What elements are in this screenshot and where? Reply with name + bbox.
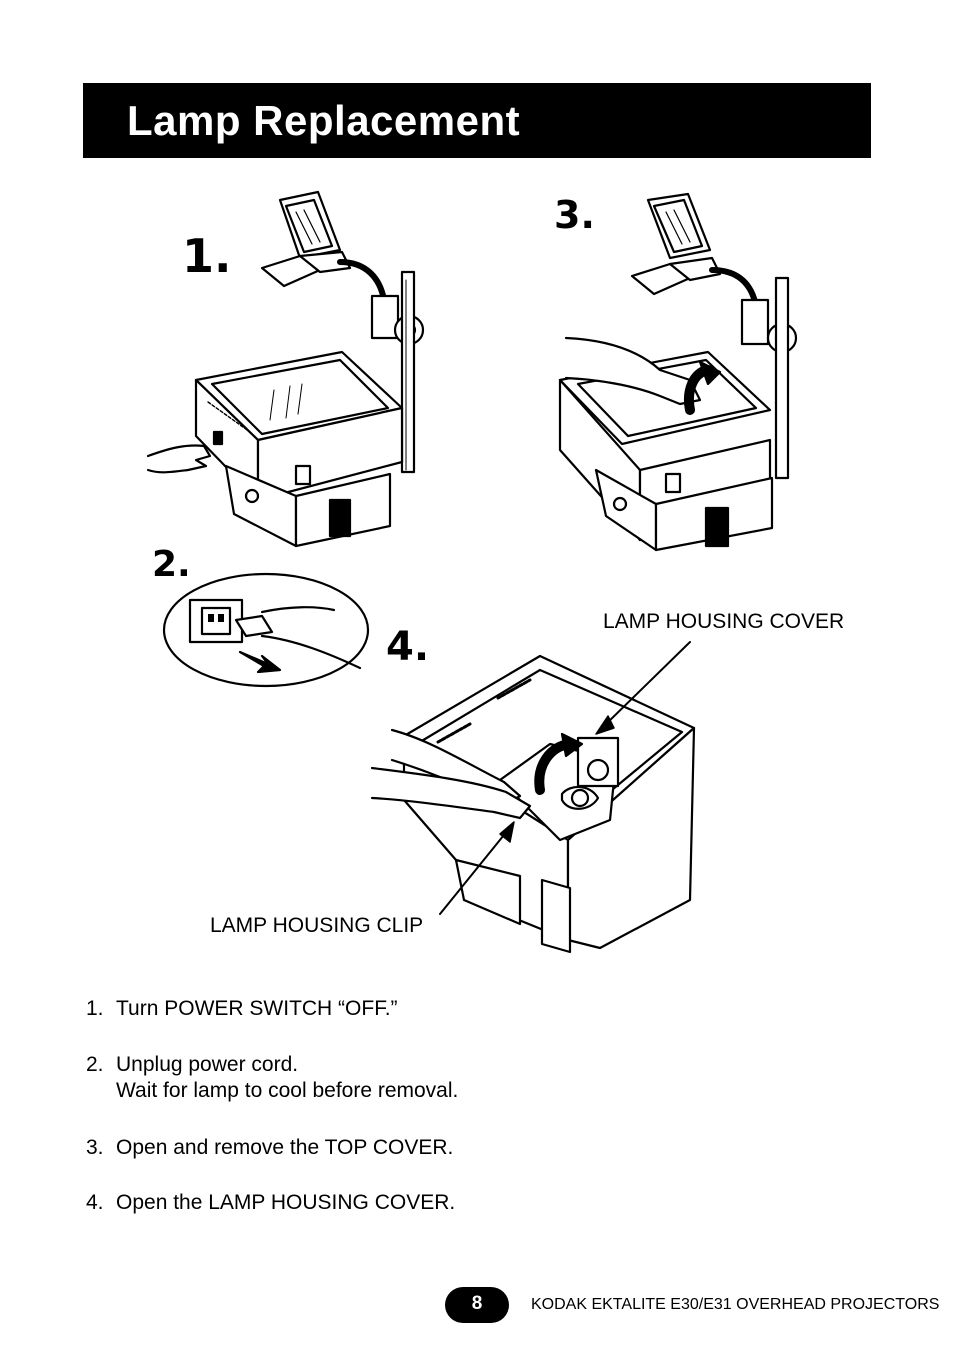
step-text: Open and remove the TOP COVER. bbox=[116, 1136, 454, 1159]
footer-product-name: KODAK EKTALITE E30/E31 OVERHEAD PROJECTO… bbox=[531, 1296, 940, 1313]
instruction-step-3: 3. Open and remove the TOP COVER. bbox=[86, 1136, 453, 1160]
callout-leaders bbox=[439, 641, 691, 915]
step-text: Open the LAMP HOUSING COVER. bbox=[116, 1191, 456, 1214]
step-text-continued: Wait for lamp to cool before removal. bbox=[116, 1079, 459, 1102]
step-label-2: 2. bbox=[152, 544, 191, 585]
instruction-step-2: 2. Unplug power cord. Wait for lamp to co… bbox=[86, 1053, 458, 1102]
projector-step-3 bbox=[558, 192, 798, 552]
step-number: 2. bbox=[86, 1053, 104, 1076]
callout-lamp-housing-clip: LAMP HOUSING CLIP bbox=[210, 914, 424, 937]
projector-step-1 bbox=[146, 190, 425, 548]
instruction-step-1: 1. Turn POWER SWITCH “OFF.” bbox=[86, 997, 398, 1021]
callout-lamp-housing-cover: LAMP HOUSING COVER bbox=[603, 610, 845, 633]
step-text: Turn POWER SWITCH “OFF.” bbox=[116, 997, 398, 1020]
step-label-3: 3. bbox=[554, 193, 595, 237]
projector-step-4 bbox=[370, 654, 696, 954]
page-title: Lamp Replacement bbox=[127, 97, 521, 144]
step-number: 4. bbox=[86, 1191, 104, 1214]
page-number-badge: 8 bbox=[445, 1287, 509, 1323]
step-text: Unplug power cord. bbox=[116, 1053, 299, 1076]
step-label-1: 1. bbox=[182, 229, 231, 283]
step-number: 3. bbox=[86, 1136, 104, 1159]
step-label-4: 4. bbox=[386, 624, 429, 670]
unplug-illustration bbox=[162, 572, 370, 688]
instruction-step-4: 4. Open the LAMP HOUSING COVER. bbox=[86, 1191, 455, 1215]
step-number: 1. bbox=[86, 997, 104, 1020]
title-bar: Lamp Replacement bbox=[83, 83, 871, 158]
